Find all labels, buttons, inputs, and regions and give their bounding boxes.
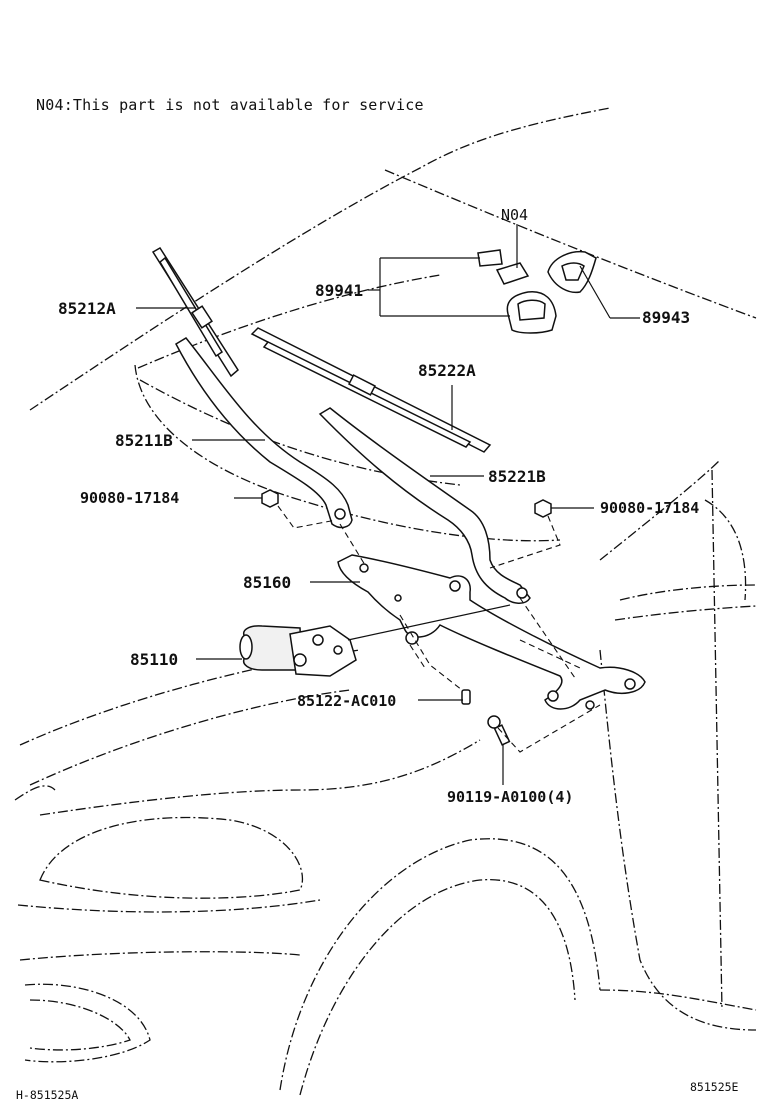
linkage-bolt [487, 715, 511, 746]
leader-lines [136, 224, 640, 785]
label-89943: 89943 [642, 308, 690, 327]
label-90080-right: 90080-17184 [600, 499, 699, 517]
service-note: N04:This part is not available for servi… [36, 96, 424, 114]
label-90119: 90119-A0100(4) [447, 788, 573, 806]
label-90080-left: 90080-17184 [80, 489, 179, 507]
label-85122: 85122-AC010 [297, 692, 396, 710]
label-85160: 85160 [243, 573, 291, 592]
diagram-code-right: 851525E [690, 1080, 739, 1094]
nut-right [534, 499, 552, 518]
label-85211b: 85211B [115, 431, 173, 450]
wiper-motor [239, 625, 357, 677]
label-85110: 85110 [130, 650, 178, 669]
label-n04: N04 [501, 206, 528, 224]
label-85212a: 85212A [58, 299, 116, 318]
wiper-blade-right [250, 327, 492, 453]
diagram-code-left: H-851525A [16, 1088, 79, 1102]
wiper-linkage [337, 554, 646, 710]
label-85221b: 85221B [488, 467, 546, 486]
label-85222a: 85222A [418, 361, 476, 380]
motor-bolt [461, 689, 471, 705]
wiper-arm-left [175, 337, 353, 529]
wiper-blade-left [151, 246, 239, 378]
part-labels: N04 85212A 89941 89943 85222A 85211B 852… [58, 206, 699, 806]
sensor-cover [547, 250, 597, 294]
rain-sensor-parts [477, 249, 557, 334]
label-89941: 89941 [315, 281, 363, 300]
assembly-dashed-lines [277, 505, 601, 753]
nut-left [261, 489, 279, 508]
